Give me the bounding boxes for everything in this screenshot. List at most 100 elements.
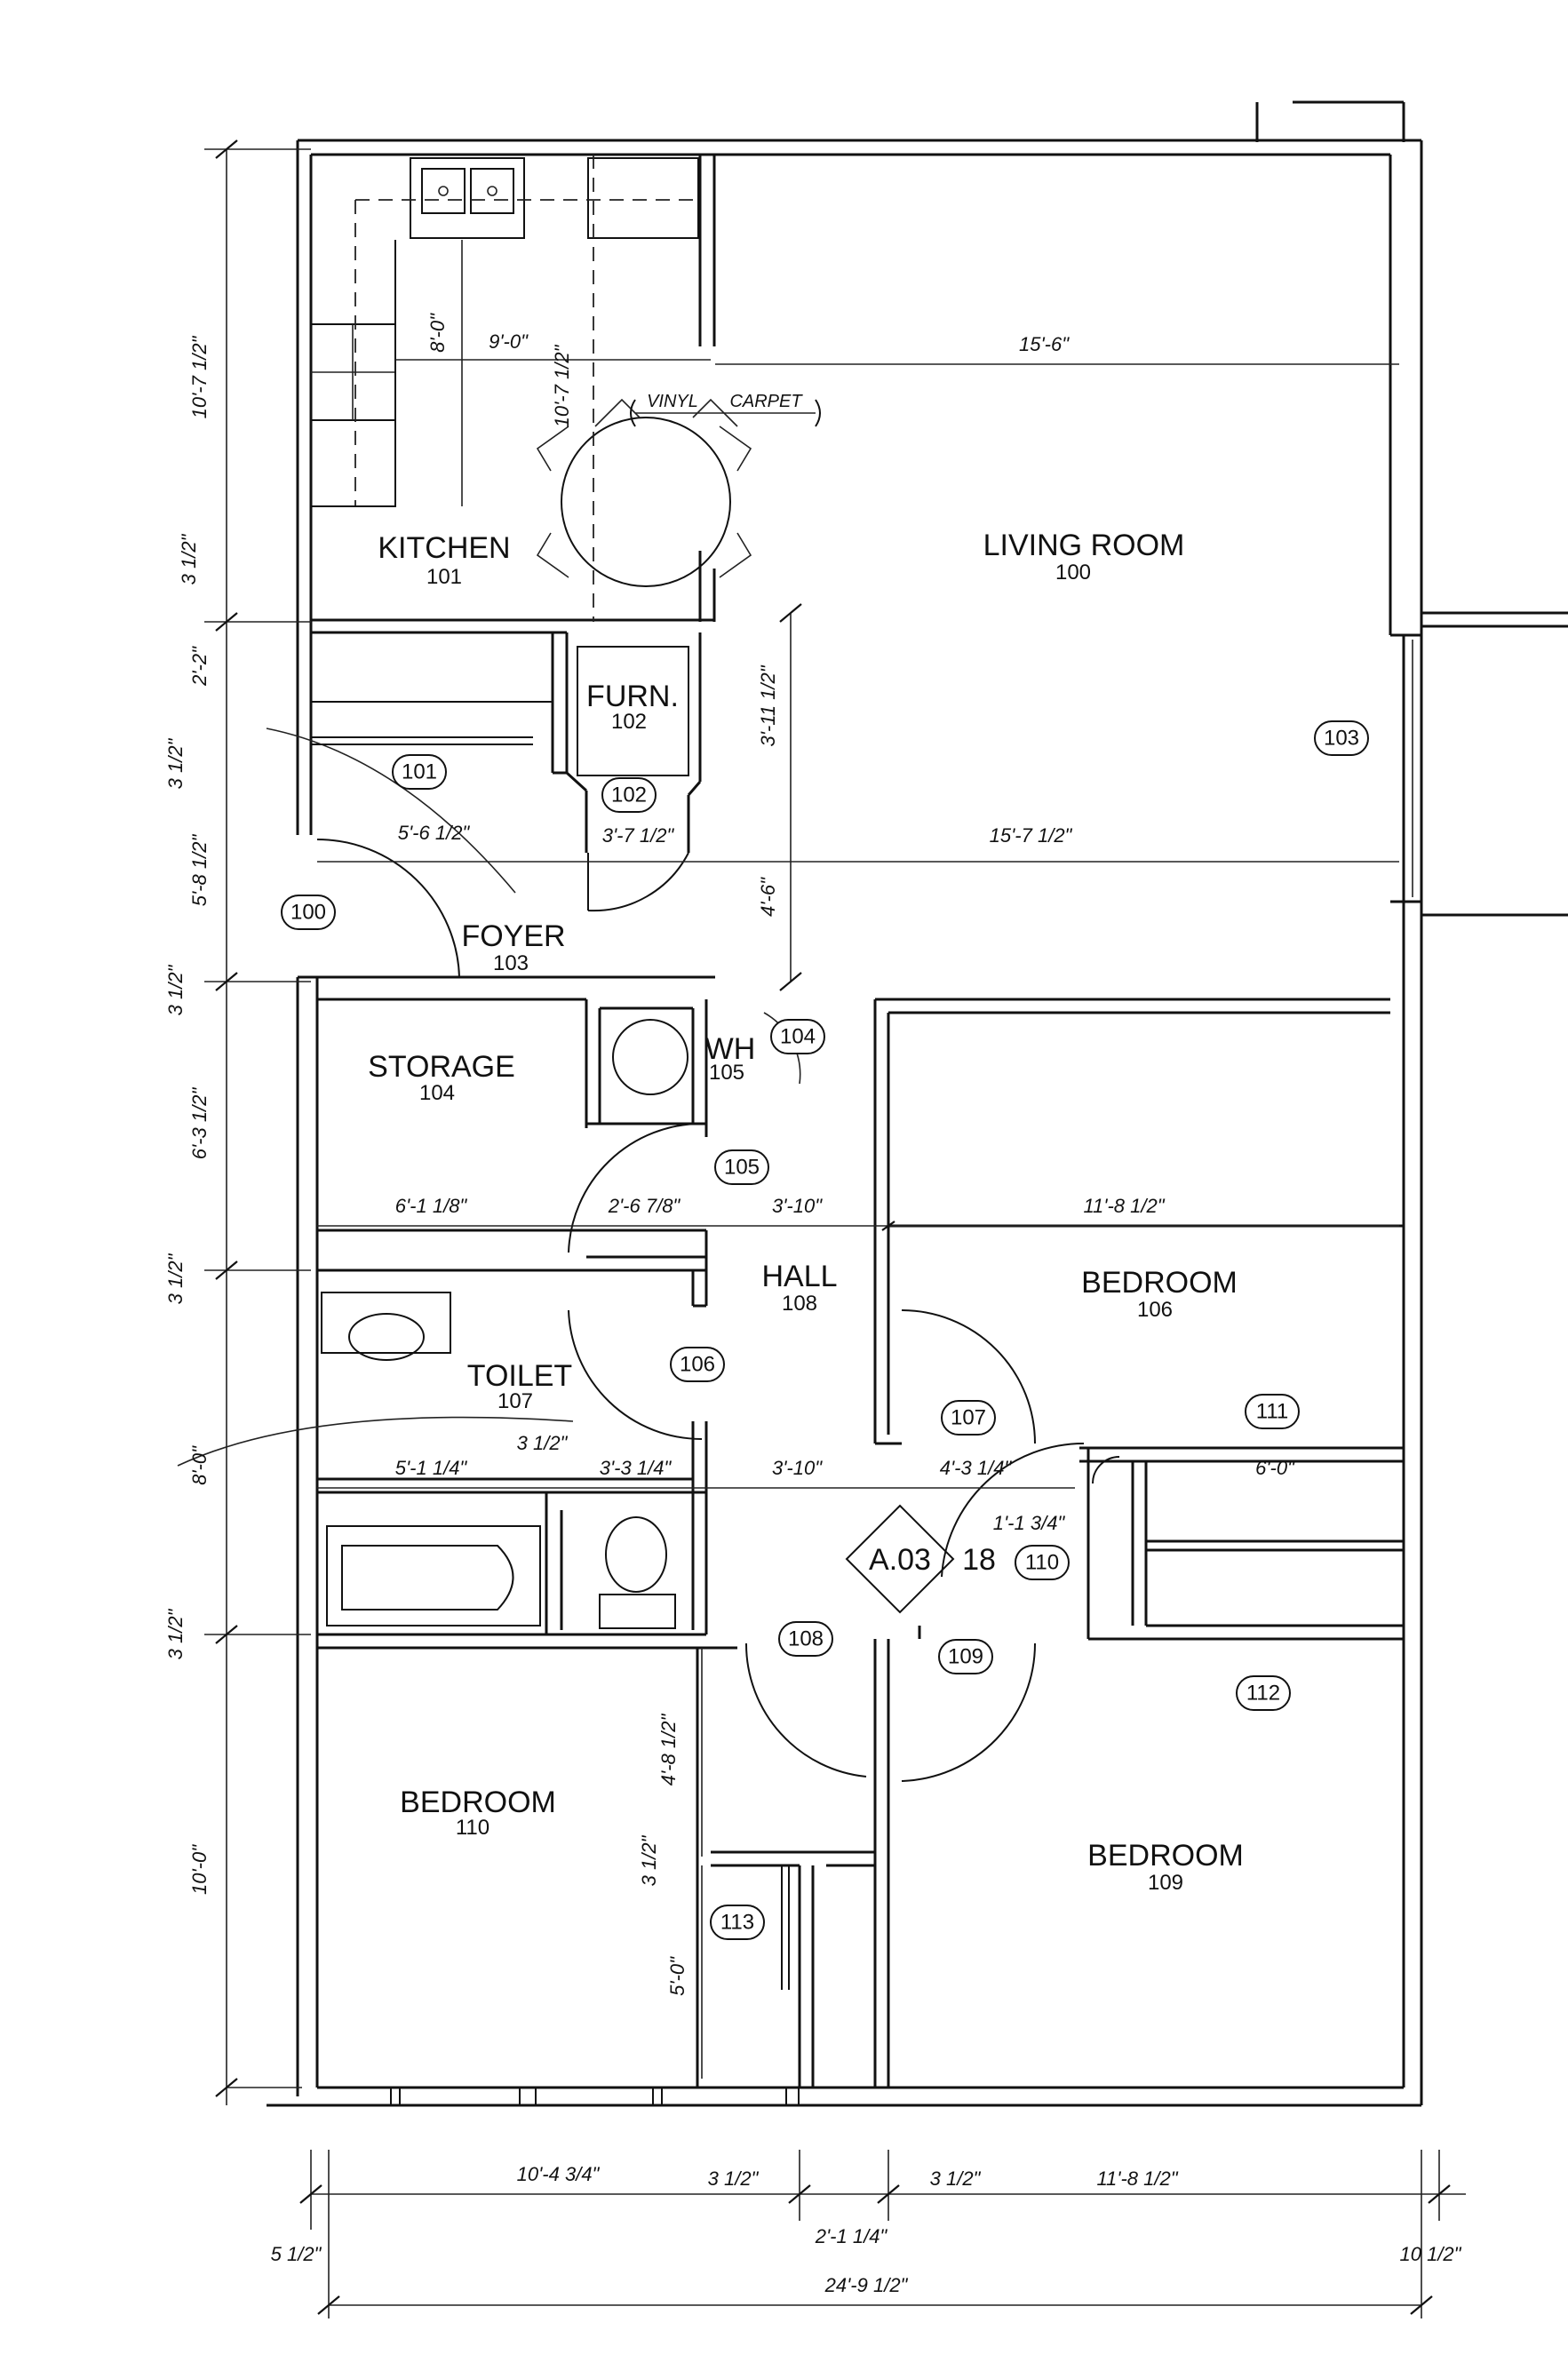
bedroom-109-label: BEDROOM [1087,1839,1244,1873]
foyer-number: 103 [493,951,529,975]
dim-kitchen-width: 9'-0" [489,330,529,353]
dim-closet-101: 5'-6 1/2" [398,822,471,844]
dim-kitchen-dining: 10'-7 1/2" [551,344,573,427]
door-tag-104 [770,1019,825,1054]
dim-left-11: 10'-0" [188,1844,211,1895]
dim-closet-113: 5'-0" [666,1956,688,1996]
vinyl-label: VINYL [647,392,698,411]
dim-closet-111: 6'-0" [1255,1457,1295,1479]
door-tag-102-label: 102 [611,783,647,807]
dim-kitchen-depth: 8'-0" [426,313,449,353]
living-room-number: 100 [1055,561,1091,585]
door-tag-104-label: 104 [780,1025,816,1049]
dim-left-4: 3 1/2" [164,737,187,789]
dim-overall: 24'-9 1/2" [824,2274,909,2296]
dim-bottom-3: 3 1/2" [930,2167,982,2190]
door-tag-109-label: 109 [948,1645,983,1669]
door-tag-112 [1236,1675,1291,1711]
section-marker-label: A.03 [869,1543,931,1577]
dim-hall-width-a: 3'-10" [772,1195,823,1217]
dim-left-7: 6'-3 1/2" [188,1087,211,1160]
dim-mid-wall: 3 1/2" [638,1834,660,1886]
dim-hall-width-b: 3'-10" [772,1457,823,1479]
dim-closet-107: 4'-3 1/4" [940,1457,1013,1479]
bedroom-110-number: 110 [456,1816,490,1840]
bedroom-109-number: 109 [1148,1871,1183,1895]
door-tag-105 [714,1149,769,1185]
door-tag-106-label: 106 [680,1353,715,1377]
dim-bottom-5: 5 1/2" [271,2243,322,2265]
water-heater-label: WH [705,1032,756,1066]
dim-left-9: 8'-0" [188,1445,211,1485]
dim-closet-102: 3'-7 1/2" [602,824,675,847]
section-marker: A.03 18 [845,1504,996,1614]
carpet-label: CARPET [729,392,803,411]
door-tag-111-label: 111 [1256,1400,1288,1424]
dim-left-5: 5'-8 1/2" [188,834,211,907]
dim-wall-a: 3 1/2" [517,1432,569,1454]
dim-foyer-depth: 4'-6" [757,877,779,917]
dim-left-1: 10'-7 1/2" [188,335,211,418]
bath-fixtures [321,1019,688,1629]
door-tag-108-label: 108 [788,1627,824,1651]
room-labels: KITCHEN 101 LIVING ROOM 100 FURN. 102 FO… [368,529,1244,1895]
dim-bed110-side: 4'-8 1/2" [657,1714,680,1786]
dim-closet-110: 1'-1 3/4" [993,1512,1066,1534]
door-tag-105-label: 105 [724,1156,760,1180]
dimension-text: 9'-0" 8'-0" 10'-7 1/2" 15'-6" 5'-6 1/2" … [164,313,1462,2296]
living-room-label: LIVING ROOM [983,529,1185,562]
kitchen-fixtures [310,155,752,622]
bedroom-106-label: BEDROOM [1081,1266,1238,1300]
dim-bottom-7: 10 1/2" [1400,2243,1462,2265]
dim-tub-width: 3'-3 1/4" [600,1457,673,1479]
door-tag-107 [941,1400,996,1436]
dim-left-8: 3 1/2" [164,1253,187,1304]
dim-left-6: 3 1/2" [164,964,187,1015]
dim-toilet-width: 5'-1 1/4" [395,1457,468,1479]
door-tag-109 [938,1639,993,1674]
door-tag-113 [710,1905,765,1940]
storage-label: STORAGE [368,1050,515,1084]
kitchen-number: 101 [426,565,462,589]
door-tag-100 [281,895,336,930]
furnace-label: FURN. [586,680,679,713]
window-tag-103 [1314,720,1369,756]
water-heater-number: 105 [709,1061,744,1085]
door-swings [177,728,1120,1782]
bedroom-110-label: BEDROOM [400,1785,556,1819]
dim-bottom-6: 2'-1 1/4" [815,2225,888,2247]
dim-wh-width: 2'-6 7/8" [608,1195,681,1217]
door-tag-102 [601,777,657,813]
dim-living-width: 15'-6" [1019,333,1070,355]
kitchen-label: KITCHEN [378,531,510,565]
dim-furn-depth: 3'-11 1/2" [757,664,779,746]
door-tag-112-label: 112 [1246,1682,1280,1706]
door-tag-101 [392,754,447,790]
foyer-label: FOYER [461,919,565,953]
dim-left-2: 3 1/2" [178,533,200,585]
dim-bed106-width: 11'-8 1/2" [1083,1195,1165,1217]
toilet-label: TOILET [467,1359,572,1393]
dim-bottom-1: 10'-4 3/4" [517,2163,601,2185]
section-marker-sheet: 18 [962,1543,996,1577]
door-tag-110 [1015,1545,1070,1580]
door-tag-110-label: 110 [1025,1551,1059,1575]
dim-foyer-width: 15'-7 1/2" [990,824,1073,847]
hall-label: HALL [761,1260,837,1293]
dim-left-3: 2'-2" [188,646,211,687]
floor-finish-note: VINYL CARPET [630,392,821,427]
storage-number: 104 [419,1081,455,1105]
dimension-lines [204,148,1466,2318]
door-tag-101-label: 101 [402,760,437,784]
window-tag-103-label: 103 [1324,727,1359,751]
exterior-walls [267,100,1568,2107]
hall-number: 108 [782,1292,817,1316]
dimension-ticks [215,139,1451,2315]
furnace-number: 102 [611,710,647,734]
door-tag-106 [670,1347,725,1382]
dim-left-10: 3 1/2" [164,1608,187,1659]
dim-bottom-4: 11'-8 1/2" [1096,2167,1178,2190]
dim-storage-width: 6'-1 1/8" [395,1195,468,1217]
door-tag-111 [1245,1394,1300,1429]
